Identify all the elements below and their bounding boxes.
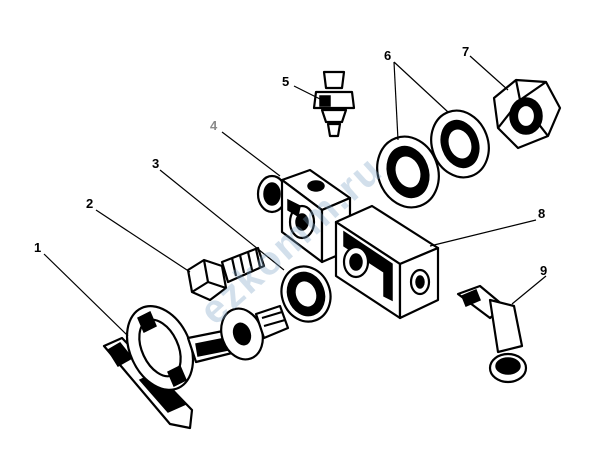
part-8-manifold-block xyxy=(334,204,440,320)
callout-8: 8 xyxy=(538,206,545,221)
leader-5 xyxy=(293,85,323,101)
leader-4 xyxy=(221,131,281,177)
callout-4: 4 xyxy=(210,118,218,133)
leader-9 xyxy=(511,275,547,305)
part-5-fitting xyxy=(312,70,356,138)
leader-2 xyxy=(95,209,191,273)
part-9-elbow-fitting xyxy=(456,284,528,384)
callout-2: 2 xyxy=(86,196,93,211)
leader-8 xyxy=(429,219,537,247)
callout-6: 6 xyxy=(384,48,391,63)
callout-1: 1 xyxy=(34,240,41,255)
callout-7: 7 xyxy=(462,44,469,59)
part-7-hex-nut xyxy=(492,78,562,150)
leader-3 xyxy=(159,169,285,271)
part-3-sealing-washer xyxy=(280,265,332,323)
part-1-drain-cock-lever xyxy=(102,304,290,430)
callout-3: 3 xyxy=(152,156,159,171)
part-6-washers xyxy=(376,109,490,209)
leader-6b xyxy=(393,61,449,113)
leader-7 xyxy=(469,55,509,91)
callout-5: 5 xyxy=(282,74,289,89)
callout-9: 9 xyxy=(540,263,547,278)
leader-1 xyxy=(43,253,129,337)
part-2-hex-bolt xyxy=(186,246,266,302)
leader-6a xyxy=(393,61,399,141)
leader-lines xyxy=(43,55,547,337)
